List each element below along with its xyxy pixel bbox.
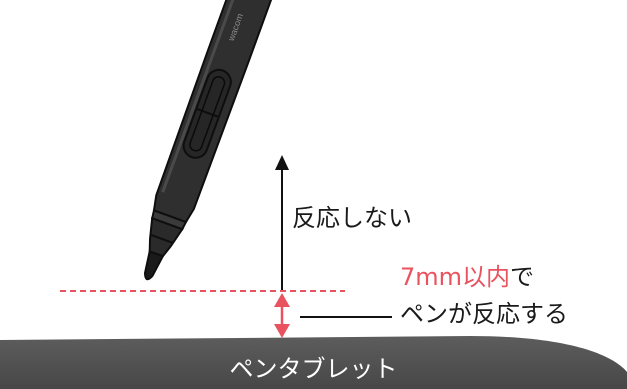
distance-value: 7mm以内 (400, 263, 511, 291)
range-arrow-head-down (274, 324, 290, 338)
stylus-pen: wacom (143, 0, 274, 281)
pen-switch-divider (195, 107, 220, 118)
pen-highlight (161, 0, 236, 193)
range-arrow-head-up (274, 293, 290, 307)
pen-reacts-label: ペンが反応する (400, 300, 568, 328)
pen-nose-ring (150, 233, 174, 244)
no-reaction-arrow-head (275, 155, 289, 170)
no-reaction-label: 反応しない (292, 204, 412, 232)
distance-label: 7mm以内で (400, 265, 534, 289)
tablet-label: ペンタブレット (229, 355, 398, 383)
distance-suffix: で (510, 263, 535, 291)
pen-nib (143, 250, 165, 281)
tablet-surface (0, 336, 627, 389)
pen-switch-inner (189, 76, 226, 152)
